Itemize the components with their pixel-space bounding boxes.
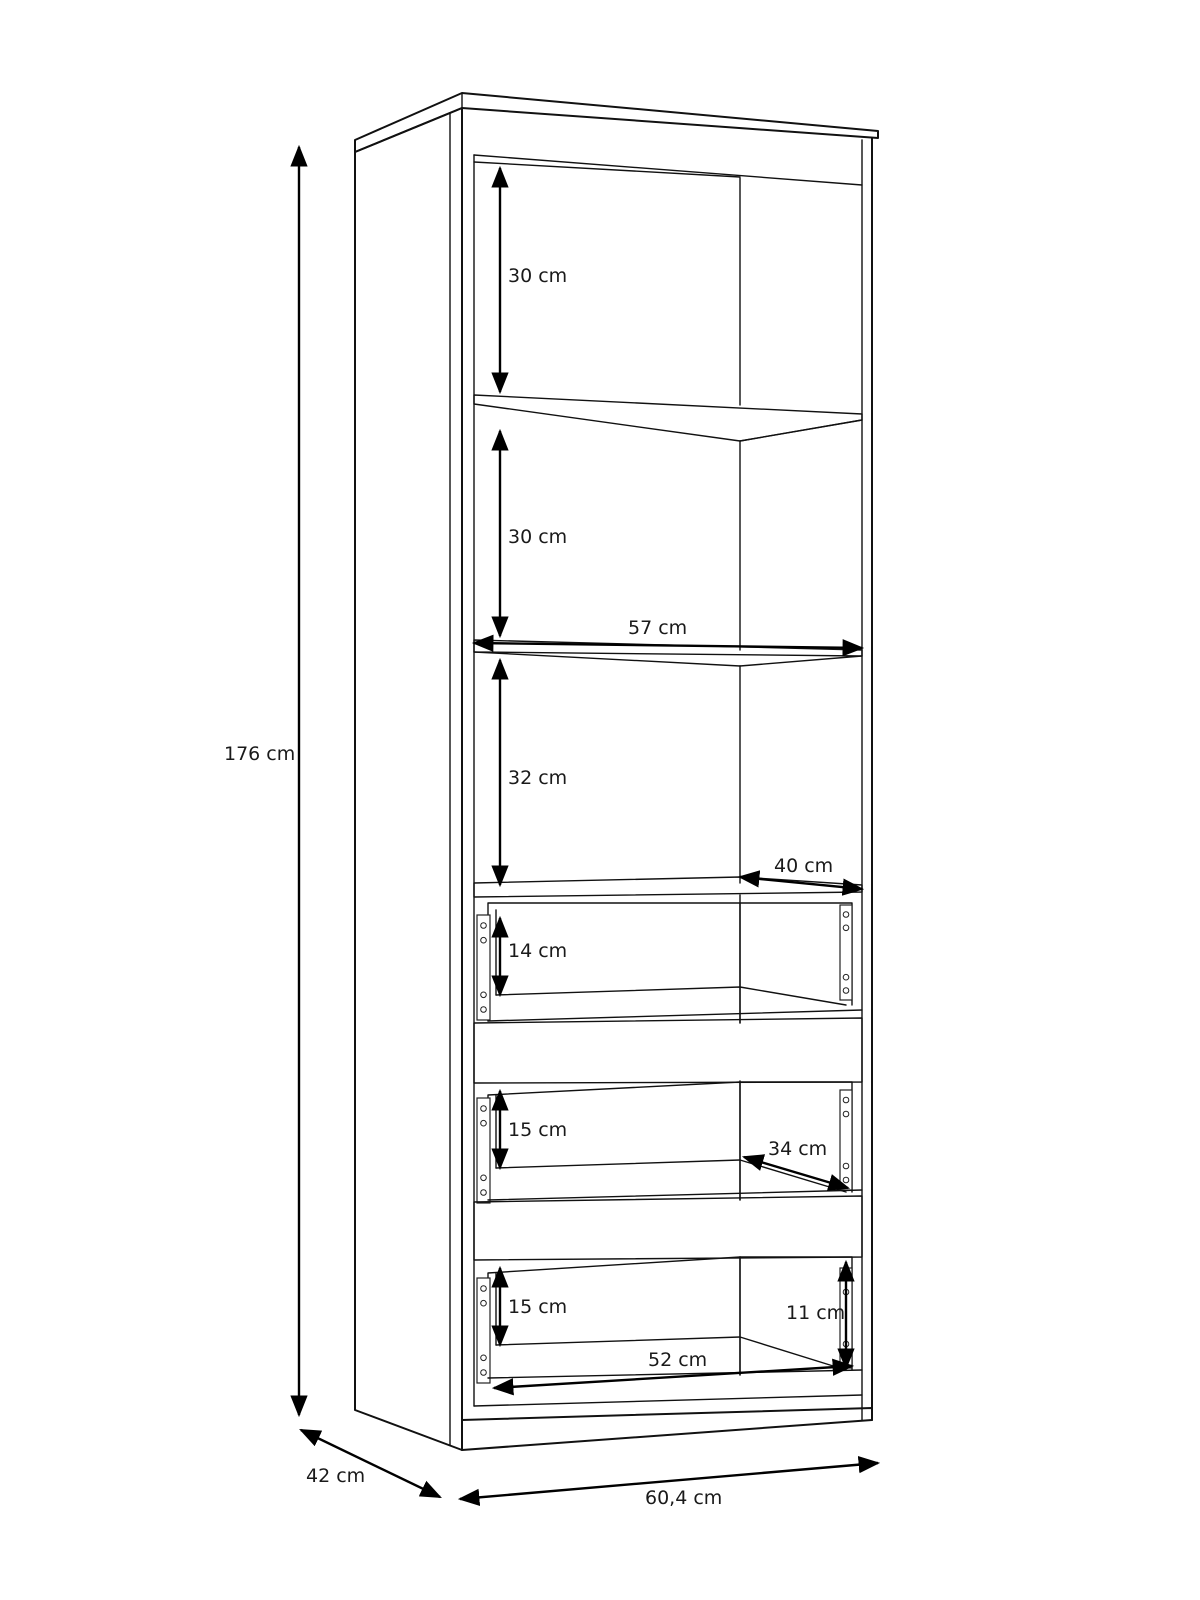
screw-hole	[480, 1285, 487, 1292]
dimension-arrows	[290, 144, 881, 1506]
screw-hole	[480, 1369, 487, 1376]
screw-hole	[842, 911, 850, 918]
screw-hole	[480, 922, 487, 929]
drawer-inner-width-arrow	[491, 1358, 855, 1396]
screw-hole	[480, 1105, 487, 1112]
width-arrow	[457, 1456, 881, 1506]
screw-hole	[480, 1006, 487, 1013]
drawer-1-height-label: 14 cm	[508, 940, 567, 962]
plinth	[461, 1407, 873, 1451]
drawer-3-height-label: 15 cm	[508, 1296, 567, 1318]
drawer-2	[473, 1081, 863, 1261]
depth-arrow	[299, 1428, 442, 1499]
drawer-inner-width-label: 52 cm	[648, 1349, 707, 1371]
drawer-1	[473, 902, 863, 1084]
drawer-back-height-label: 11 cm	[786, 1302, 845, 1324]
shelf-1-height-label: 30 cm	[508, 265, 567, 287]
screw-hole	[480, 1119, 487, 1127]
screw-hole	[842, 924, 850, 932]
screw-hole	[480, 936, 487, 944]
shelf-depth-label: 40 cm	[774, 855, 833, 877]
inner-width-arrow	[471, 634, 865, 657]
screw-hole	[842, 973, 850, 981]
total-height-label: 176 cm	[224, 743, 295, 765]
screw-hole	[842, 1110, 850, 1118]
shelf-depth-arrow	[737, 870, 865, 896]
drawer-depth-arrow	[741, 1154, 851, 1191]
shelf-1	[473, 394, 863, 442]
cabinet-body	[354, 92, 879, 1451]
depth-label: 42 cm	[306, 1465, 365, 1487]
drawer-depth-label: 34 cm	[768, 1138, 827, 1160]
screw-hole	[480, 1299, 487, 1307]
screw-hole	[842, 987, 850, 994]
shelf-3	[473, 876, 863, 898]
screw-hole	[480, 1354, 487, 1362]
screw-hole	[842, 1096, 850, 1104]
screw-hole	[480, 991, 487, 999]
screw-hole	[480, 1174, 487, 1182]
screw-hole	[480, 1189, 487, 1196]
side-panel	[354, 107, 463, 1451]
top-board	[354, 92, 879, 153]
shelf-2-height-label: 30 cm	[508, 526, 567, 548]
inner-width-label: 57 cm	[628, 617, 687, 639]
drawer-2-height-label: 15 cm	[508, 1119, 567, 1141]
width-label: 60,4 cm	[645, 1487, 722, 1509]
shelf-3-height-label: 32 cm	[508, 767, 567, 789]
dimension-labels: 176 cm 42 cm 60,4 cm 30 cm 30 cm 57 cm 3…	[224, 265, 845, 1509]
